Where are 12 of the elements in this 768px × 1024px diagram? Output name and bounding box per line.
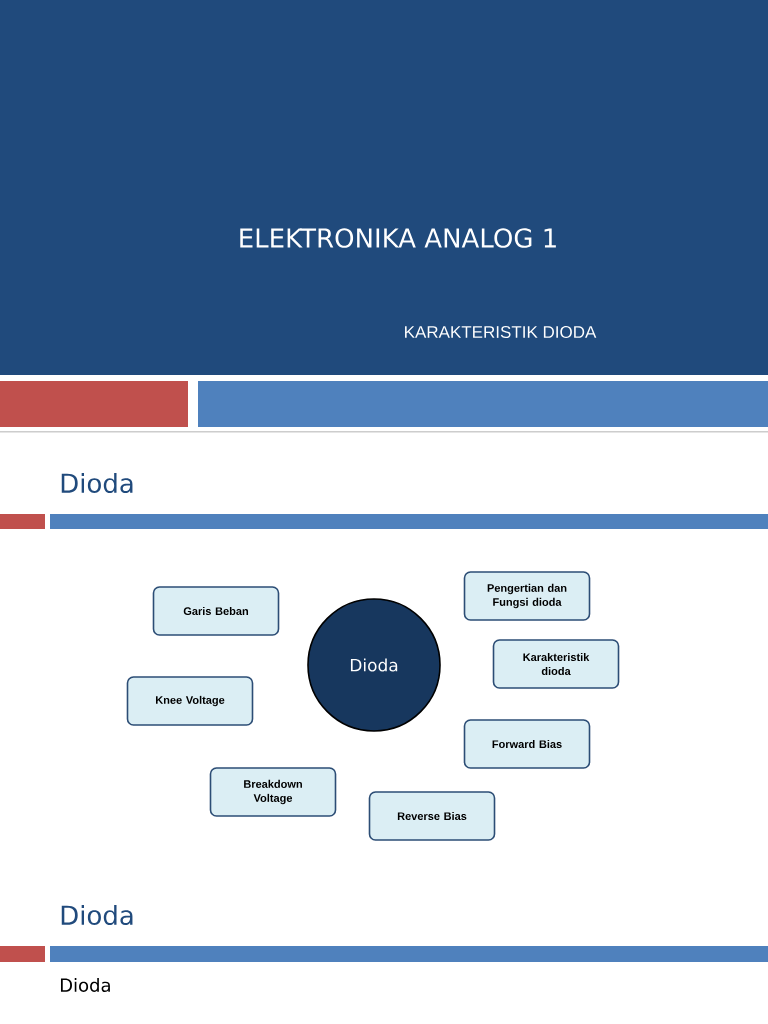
slide-heading: Dioda [61,472,133,494]
slide-heading: Dioda [61,904,133,926]
slide-subtitle: KARAKTERISTIK DIODA [405,326,597,339]
topic-box: Knee Voltage [126,676,254,726]
topic-box: Breakdown Voltage [209,767,337,817]
body-text: Dioda [60,978,110,992]
topic-box: Forward Bias [463,719,591,769]
topic-box: Pengertian dan Fungsi dioda [463,571,591,621]
topic-box: Karakteristik dioda [492,639,620,689]
topic-box: Reverse Bias [368,791,496,841]
slide-title: ELEKTRONIKA ANALOG 1 [240,228,556,248]
topic-box: Garis Beban [152,586,280,636]
